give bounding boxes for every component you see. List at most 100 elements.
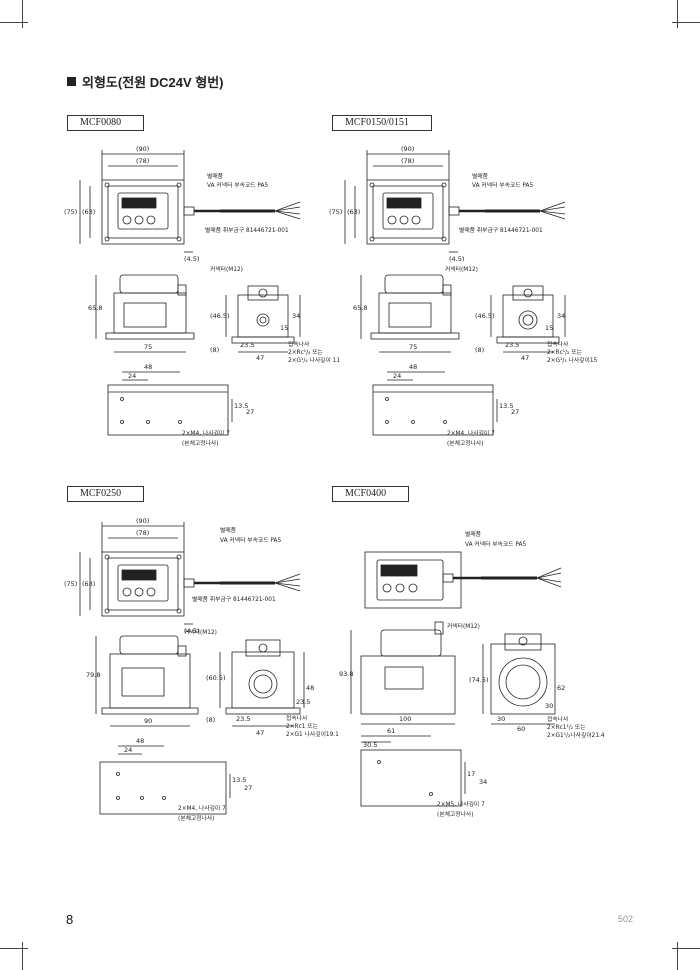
dim-overall-width: (90) (136, 145, 149, 153)
port-line-3: 2×G¹/₄ 나사깊이 11 (288, 356, 340, 364)
accessory-code: VA 커넥터 부속코드 PA5 (465, 540, 527, 548)
mount-line-2: (본체고정나사) (437, 810, 474, 818)
connector-label: 커넥터(M12) (184, 628, 217, 636)
dim-side-h1: (46.5) (210, 312, 230, 320)
dim-bottom-w2: 24 (124, 746, 132, 754)
dim-overall-width: (90) (401, 145, 414, 153)
connector-label: 커넥터(M12) (210, 265, 243, 273)
dim-height-inner: (63) (82, 208, 95, 216)
dim-front-height: 65.8 (88, 304, 102, 312)
dim-side-w1: 23.5 (236, 715, 250, 723)
dim-body-width: (78) (136, 157, 149, 165)
crop-mark (22, 942, 23, 970)
dim-front-height: 93.8 (339, 670, 353, 678)
dim-side-h3: 30 (545, 702, 553, 710)
mount-line-2: (본체고정나사) (178, 814, 215, 822)
dim-side-h4: (8) (475, 346, 484, 354)
model-label: MCF0080 (67, 115, 145, 131)
crop-mark (22, 0, 23, 28)
dim-body-width: (78) (136, 529, 149, 537)
dim-bottom-w2: 24 (128, 372, 136, 380)
dim-side-w2: 60 (517, 725, 525, 733)
dim-bottom-h1: 13.5 (499, 402, 513, 410)
accessory-label: 별매품 (220, 526, 237, 534)
accessory-code: VA 커넥터 부속코드 PA5 (472, 181, 534, 189)
dim-side-h4: (8) (210, 346, 219, 354)
dim-bottom-h2: 27 (246, 408, 254, 416)
drawing-mcf0400: 별매품 VA 커넥터 부속코드 PA5 커넥터(M12) 93.8 100 (7… (339, 530, 605, 818)
dim-side-w1: 23.5 (505, 341, 519, 349)
drawing-mcf0250: (90) (78) (75) (63) (4.5) 별매품 VA 커넥터 부속코… (64, 517, 339, 822)
dim-bottom-w2: 24 (393, 372, 401, 380)
crop-mark (0, 22, 28, 23)
dim-height-outer: (75) (329, 208, 342, 216)
dim-side-h3: 15 (280, 324, 288, 332)
port-line-1: 접속나사 (547, 715, 569, 723)
heading-text: 외형도(전원 DC24V 형번) (82, 75, 224, 90)
dim-bottom-h1: 13.5 (234, 402, 248, 410)
dim-bottom-w1: 48 (409, 363, 417, 371)
mount-line-2: (본체고정나사) (447, 439, 484, 447)
mount-line-1: 2×M4, 나사깊이 7 (182, 429, 230, 437)
dim-front-height: 79.8 (86, 671, 100, 679)
dim-bottom-h2: 27 (511, 408, 519, 416)
drawing-mcf0150: (90) (78) (75) (63) (4.5) 별매품 VA 커넥터 부속코… (329, 145, 598, 447)
dim-offset: (4.5) (184, 627, 199, 635)
square-bullet-icon (67, 77, 76, 86)
dim-front-width: 100 (399, 715, 411, 723)
crop-mark (0, 948, 28, 949)
dim-side-h3: 23.5 (296, 698, 310, 706)
dim-bottom-h2: 27 (244, 784, 252, 792)
page-number: 8 (66, 912, 74, 927)
dim-bottom-h2: 34 (479, 778, 487, 786)
dim-side-h2: 34 (557, 312, 565, 320)
port-line-1: 접속나사 (288, 340, 310, 348)
accessory-code: VA 커넥터 부속코드 PA5 (207, 181, 269, 189)
dim-side-h1: (60.5) (206, 674, 226, 682)
dim-side-h2: 48 (306, 684, 314, 692)
crop-mark (672, 22, 700, 23)
port-line-2: 2×Rc1 또는 (286, 723, 319, 730)
drawing-mcf0080: (90) (78) (75) (63) (4.5) 별매품 VA 커넥터 부속코… (64, 145, 340, 447)
dim-offset: (4.5) (184, 255, 199, 263)
dim-front-height: 65.8 (353, 304, 367, 312)
port-line-1: 접속나사 (547, 340, 569, 348)
dim-front-width: 75 (144, 343, 152, 351)
dim-height-inner: (63) (347, 208, 360, 216)
dim-bottom-h1: 13.5 (232, 776, 246, 784)
page-reference: 502 (617, 914, 633, 924)
accessory-label: 별매품 (465, 530, 482, 538)
port-line-3: 2×G¹/₂ 나사깊이15 (547, 356, 598, 364)
dim-overall-width: (90) (136, 517, 149, 525)
section-heading: 외형도(전원 DC24V 형번) (67, 72, 224, 91)
dim-side-w1: 23.5 (240, 341, 254, 349)
dim-side-h1: (74.5) (469, 676, 489, 684)
dim-height-outer: (75) (64, 208, 77, 216)
dim-bottom-w1: 61 (387, 727, 395, 735)
dim-side-h2: 34 (292, 312, 300, 320)
port-line-1: 접속나사 (286, 714, 308, 722)
port-line-2: 2×Rc¹/₂ 또는 (547, 349, 583, 356)
model-label: MCF0400 (332, 486, 410, 502)
accessory-label: 별매품 (472, 172, 489, 180)
dim-bottom-h1: 17 (467, 770, 475, 778)
top-view-plate (101, 179, 185, 245)
dim-side-w2: 47 (521, 354, 529, 362)
dim-side-h3: 15 (545, 324, 553, 332)
port-line-2: 2×Rc1¹/₂ 또는 (547, 724, 586, 731)
crop-mark (677, 0, 678, 28)
dim-side-w2: 47 (256, 729, 264, 737)
dim-offset: (4.5) (449, 255, 464, 263)
dim-side-h4: (8) (206, 716, 215, 724)
dim-height-inner: (63) (82, 580, 95, 588)
connector-label: 커넥터(M12) (447, 622, 480, 630)
mount-line-1: 2×M4, 나사깊이 7 (178, 804, 226, 812)
dim-body-width: (78) (401, 157, 414, 165)
crop-mark (677, 942, 678, 970)
model-label: MCF0150/0151 (332, 115, 432, 131)
dim-side-w1: 30 (497, 715, 505, 723)
mount-tool: 별매품 취부금구 81446721-001 (192, 595, 276, 603)
dim-side-w2: 47 (256, 354, 264, 362)
mount-line-1: 2×M4, 나사깊이 7 (447, 429, 495, 437)
dim-side-h1: (46.5) (475, 312, 495, 320)
